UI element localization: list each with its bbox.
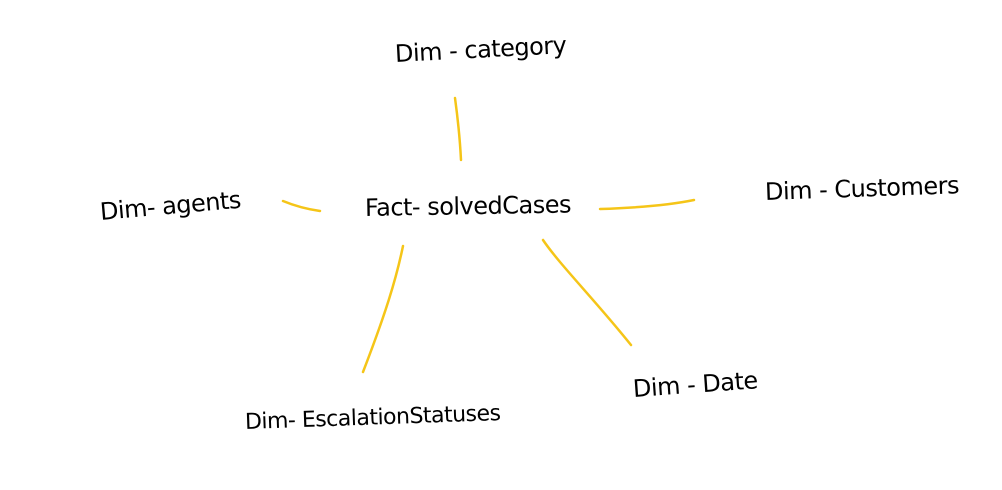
node-fact-solved-cases: Fact- solvedCases xyxy=(364,190,572,222)
edge-bottom-right xyxy=(541,238,633,347)
edge-left xyxy=(281,199,322,213)
edge-right xyxy=(598,198,696,211)
edge-bottom-left xyxy=(361,244,405,374)
node-dim-customers: Dim - Customers xyxy=(764,171,960,206)
edge-top xyxy=(453,96,463,162)
